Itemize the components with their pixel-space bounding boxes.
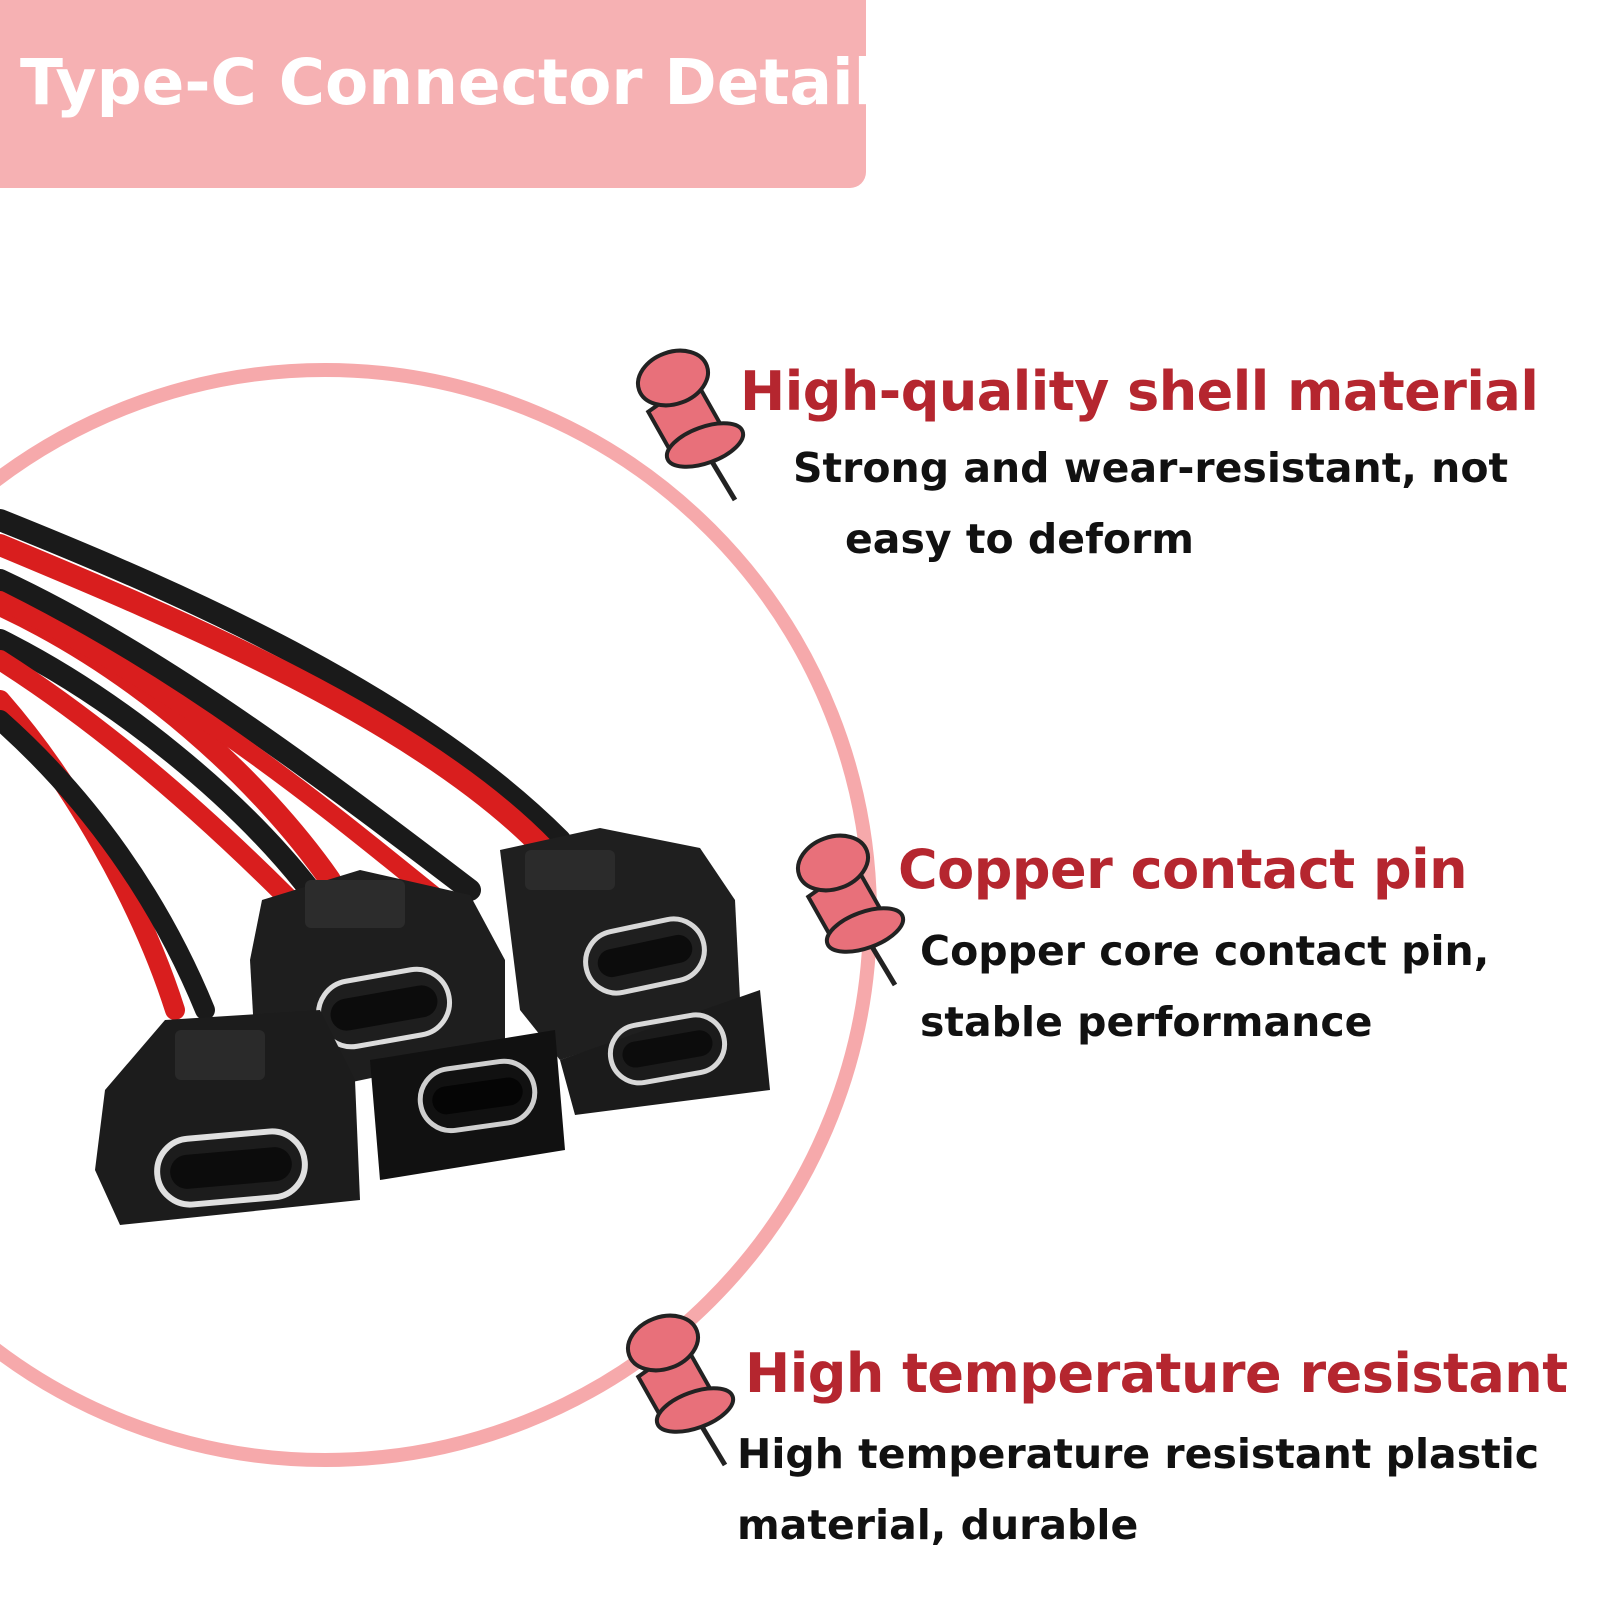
pushpin-icon [796, 833, 906, 987]
cable-bundle [0, 509, 571, 1020]
feature-description-line: Copper core contact pin, [920, 927, 1490, 975]
feature-description-line: material, durable [737, 1501, 1139, 1549]
pushpin-icon [626, 1313, 736, 1467]
feature-title: High temperature resistant [745, 1342, 1568, 1405]
feature-description-line: High temperature resistant plastic [737, 1430, 1540, 1478]
connector-2 [560, 990, 770, 1115]
feature-description-line: easy to deform [845, 515, 1195, 563]
header-banner: Type-C Connector Detail [0, 0, 875, 188]
pushpin-icon [636, 348, 746, 502]
feature-description-line: Strong and wear-resistant, not [793, 444, 1509, 492]
connector-1 [500, 828, 740, 1060]
usb-c-connectors [95, 828, 770, 1225]
feature-title: High-quality shell material [740, 360, 1539, 423]
feature-title: Copper contact pin [898, 838, 1468, 901]
feature-description-line: stable performance [920, 998, 1373, 1046]
connector-5 [95, 1010, 360, 1225]
connector-4 [370, 1030, 565, 1180]
page-title: Type-C Connector Detail [20, 46, 876, 119]
